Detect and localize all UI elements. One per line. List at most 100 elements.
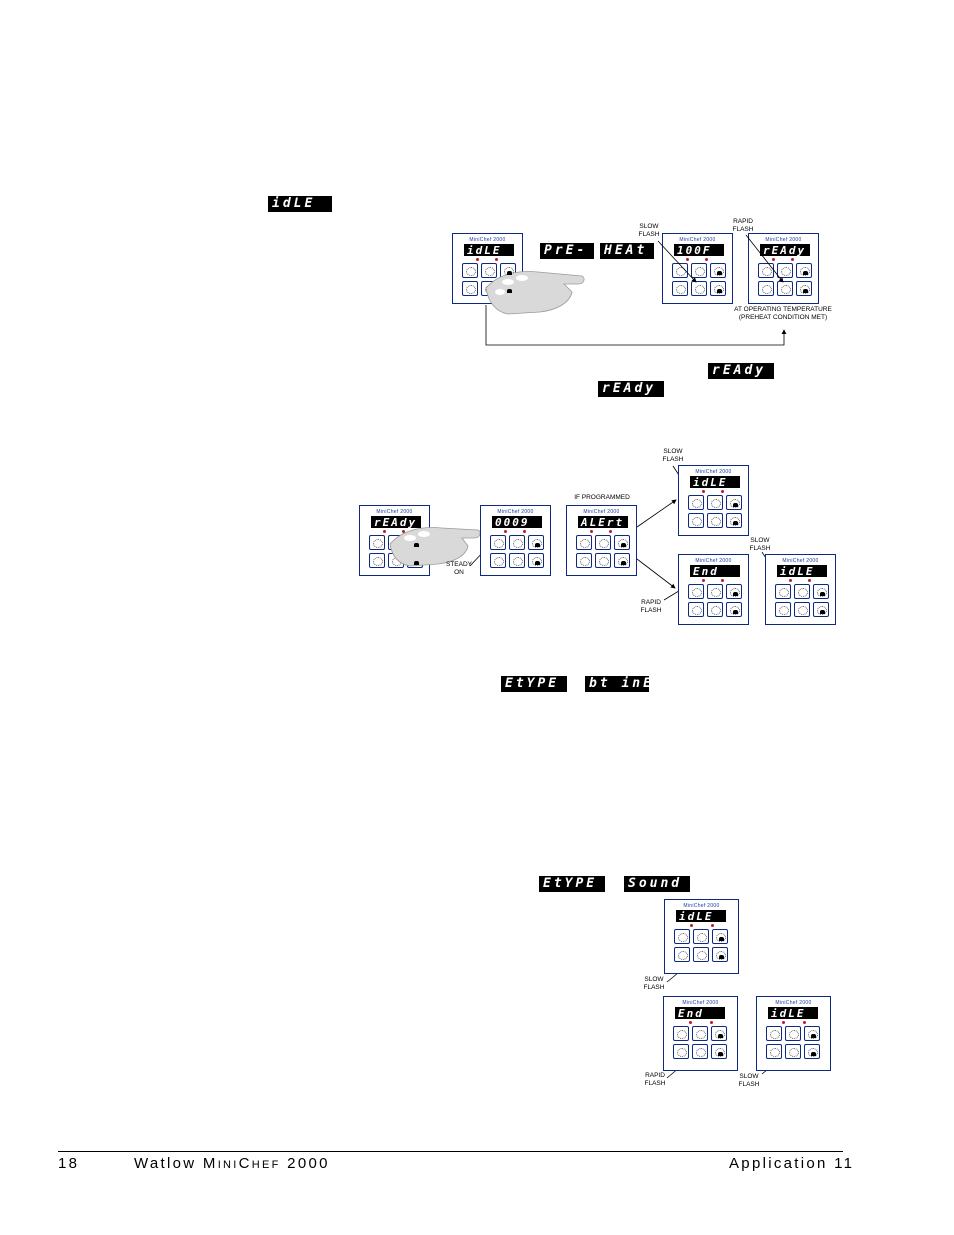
- footer-brand: Watlow MINICHEF 2000: [134, 1155, 330, 1172]
- indicator-led: [772, 258, 775, 261]
- panel-display: idLE: [676, 910, 726, 922]
- panel-key: [462, 281, 478, 296]
- inline-display-ready-2: rEAdy: [598, 381, 664, 397]
- label-at-operating: AT OPERATING TEMPERATURE(PREHEAT CONDITI…: [734, 306, 832, 321]
- indicator-led: [476, 258, 479, 261]
- display-pre: PrE-: [540, 243, 594, 259]
- panel-key: [813, 584, 829, 599]
- indicator-led: [690, 924, 693, 927]
- panel-display: idLE: [690, 476, 740, 488]
- panel-key: [688, 513, 704, 528]
- panel-brand: MiniChef 2000: [782, 558, 819, 564]
- controller-panel-temp: MiniChef 2000 100F: [662, 233, 733, 304]
- controller-panel-idle-5: MiniChef 2000 idLE: [756, 996, 831, 1071]
- panel-key: [688, 584, 704, 599]
- panel-brand: MiniChef 2000: [469, 237, 506, 243]
- panel-key: [726, 584, 742, 599]
- controller-panel-end-2: MiniChef 2000 End: [663, 996, 738, 1071]
- panel-key: [576, 535, 592, 550]
- indicator-led: [808, 579, 811, 582]
- indicator-led: [504, 530, 507, 533]
- panel-brand: MiniChef 2000: [775, 1000, 812, 1006]
- controller-panel-end: MiniChef 2000 End: [678, 554, 749, 625]
- panel-brand: MiniChef 2000: [682, 1000, 719, 1006]
- indicator-led: [705, 258, 708, 261]
- panel-key: [726, 513, 742, 528]
- panel-key: [777, 263, 793, 278]
- panel-brand: MiniChef 2000: [683, 903, 720, 909]
- controller-panel-ready-2: MiniChef 2000 rEAdy: [359, 505, 430, 576]
- panel-key: [710, 263, 726, 278]
- panel-key: [707, 602, 723, 617]
- panel-key: [766, 1044, 782, 1059]
- panel-key: [785, 1044, 801, 1059]
- panel-key: [804, 1044, 820, 1059]
- panel-key: [490, 535, 506, 550]
- panel-key: [726, 495, 742, 510]
- panel-key: [777, 281, 793, 296]
- panel-key: [528, 553, 544, 568]
- inline-display-sound: Sound: [624, 876, 690, 892]
- panel-brand: MiniChef 2000: [765, 237, 802, 243]
- panel-display: idLE: [464, 244, 514, 256]
- panel-key: [707, 584, 723, 599]
- indicator-led: [711, 924, 714, 927]
- inline-display-idle: idLE: [268, 196, 332, 212]
- panel-display: idLE: [777, 565, 827, 577]
- inline-display-etype: EtYPE: [501, 676, 567, 692]
- indicator-led: [383, 530, 386, 533]
- panel-key: [775, 584, 791, 599]
- panel-brand: MiniChef 2000: [695, 558, 732, 564]
- panel-key: [614, 535, 630, 550]
- panel-key: [692, 1044, 708, 1059]
- panel-key: [691, 281, 707, 296]
- controller-panel-ready: MiniChef 2000 rEAdy: [748, 233, 819, 304]
- controller-panel-alert: MiniChef 2000 ALErt: [566, 505, 637, 576]
- indicator-led: [791, 258, 794, 261]
- panel-display: idLE: [768, 1007, 818, 1019]
- panel-key: [726, 602, 742, 617]
- panel-display: End: [690, 565, 740, 577]
- panel-key: [707, 495, 723, 510]
- panel-key: [528, 535, 544, 550]
- panel-key: [796, 281, 812, 296]
- label-if-programmed: IF PROGRAMMED: [574, 494, 630, 501]
- panel-key: [576, 553, 592, 568]
- controller-panel-count: MiniChef 2000 0009: [480, 505, 551, 576]
- inline-display-etype-2: EtYPE: [539, 876, 605, 892]
- footer-section: Application 11: [729, 1155, 855, 1172]
- indicator-led: [721, 579, 724, 582]
- panel-display: 0009: [492, 516, 542, 528]
- panel-display: 100F: [674, 244, 724, 256]
- indicator-led: [609, 530, 612, 533]
- panel-key: [712, 947, 728, 962]
- hand-press-icon: [485, 271, 585, 315]
- panel-key: [692, 1026, 708, 1041]
- panel-key: [509, 553, 525, 568]
- panel-key: [796, 263, 812, 278]
- controller-panel-idle-3: MiniChef 2000 idLE: [765, 554, 836, 625]
- panel-key: [672, 263, 688, 278]
- indicator-led: [523, 530, 526, 533]
- footer-page-number: 18: [58, 1155, 80, 1172]
- panel-key: [693, 929, 709, 944]
- panel-key: [673, 1026, 689, 1041]
- panel-key: [490, 553, 506, 568]
- panel-key: [673, 1044, 689, 1059]
- panel-key: [775, 602, 791, 617]
- indicator-led: [789, 579, 792, 582]
- panel-brand: MiniChef 2000: [497, 509, 534, 515]
- panel-key: [674, 929, 690, 944]
- panel-brand: MiniChef 2000: [695, 469, 732, 475]
- panel-key: [758, 263, 774, 278]
- panel-key: [595, 535, 611, 550]
- panel-key: [766, 1026, 782, 1041]
- panel-key: [813, 602, 829, 617]
- panel-key: [711, 1044, 727, 1059]
- panel-key: [462, 263, 478, 278]
